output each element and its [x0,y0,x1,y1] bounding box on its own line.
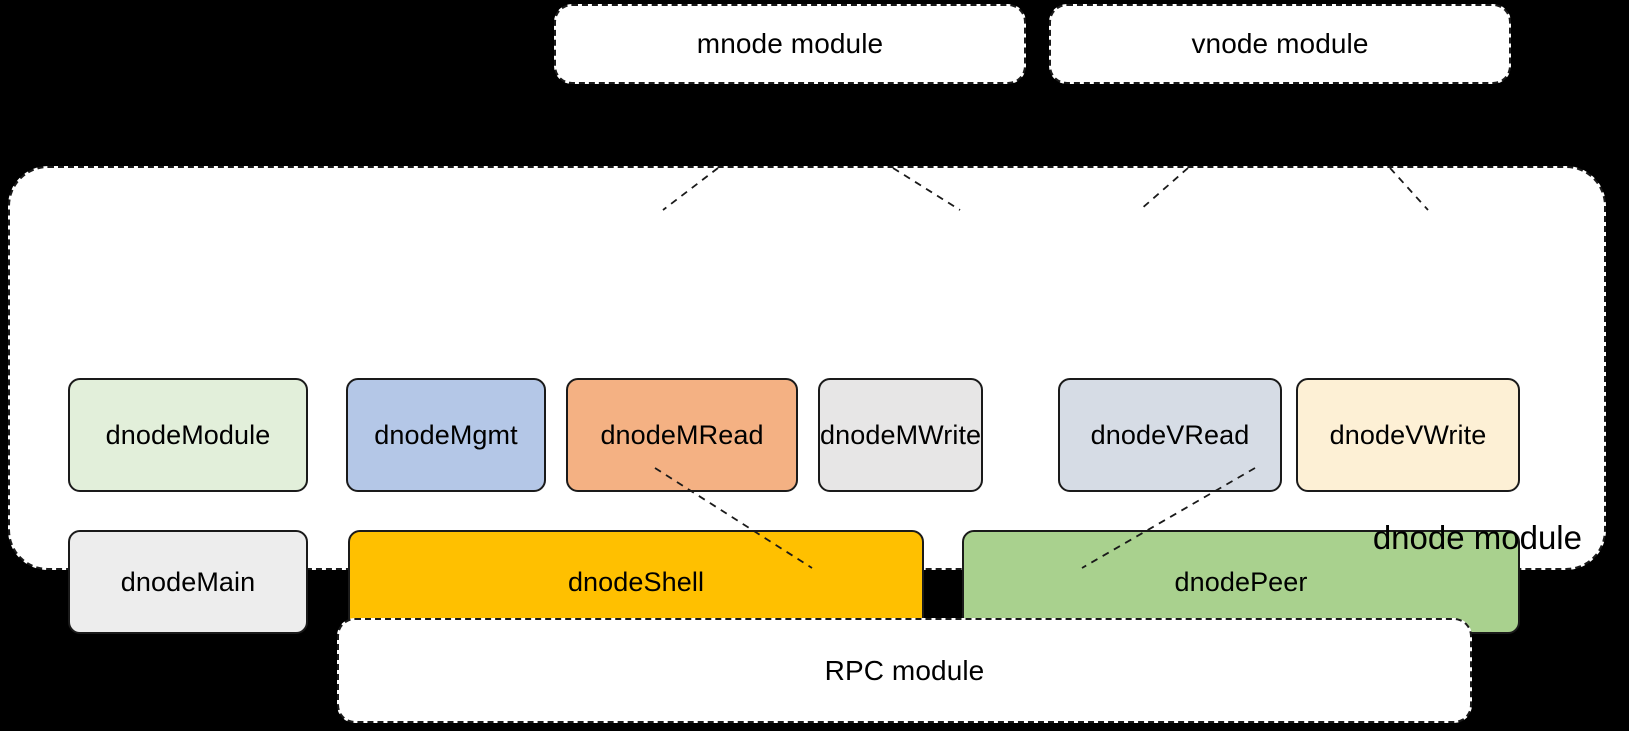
dnode-module-container[interactable]: dnodeModule dnodeMgmt dnodeMRead dnodeMW… [8,166,1606,634]
component-dnode-module[interactable]: dnodeModule [68,378,308,492]
vnode-module-box[interactable]: vnode module [1049,4,1511,84]
dnode-module-label: dnode module [1372,519,1582,556]
component-label: dnodeMRead [600,419,764,450]
component-label: dnodeModule [105,419,271,450]
component-label: dnodeMWrite [820,419,982,450]
component-dnode-mgmt[interactable]: dnodeMgmt [346,378,546,492]
component-label: dnodeMain [120,566,256,597]
component-dnode-vwrite[interactable]: dnodeVWrite [1296,378,1520,492]
component-dnode-mwrite[interactable]: dnodeMWrite [818,378,984,492]
component-dnode-vread[interactable]: dnodeVRead [1058,378,1282,492]
component-label: dnodePeer [1174,566,1308,597]
component-label: dnodeShell [567,566,705,597]
component-dnode-shell[interactable]: dnodeShell [348,530,924,634]
rpc-module-box[interactable]: RPC module [337,618,1472,723]
mnode-module-label: mnode module [696,28,884,59]
component-dnode-mread[interactable]: dnodeMRead [566,378,798,492]
vnode-module-label: vnode module [1191,28,1369,59]
rpc-module-label: RPC module [824,654,985,686]
component-label: dnodeMgmt [374,419,518,450]
component-label: dnodeVRead [1090,419,1250,450]
mnode-module-box[interactable]: mnode module [554,4,1026,84]
component-label: dnodeVWrite [1329,419,1487,450]
component-dnode-main[interactable]: dnodeMain [68,530,308,634]
